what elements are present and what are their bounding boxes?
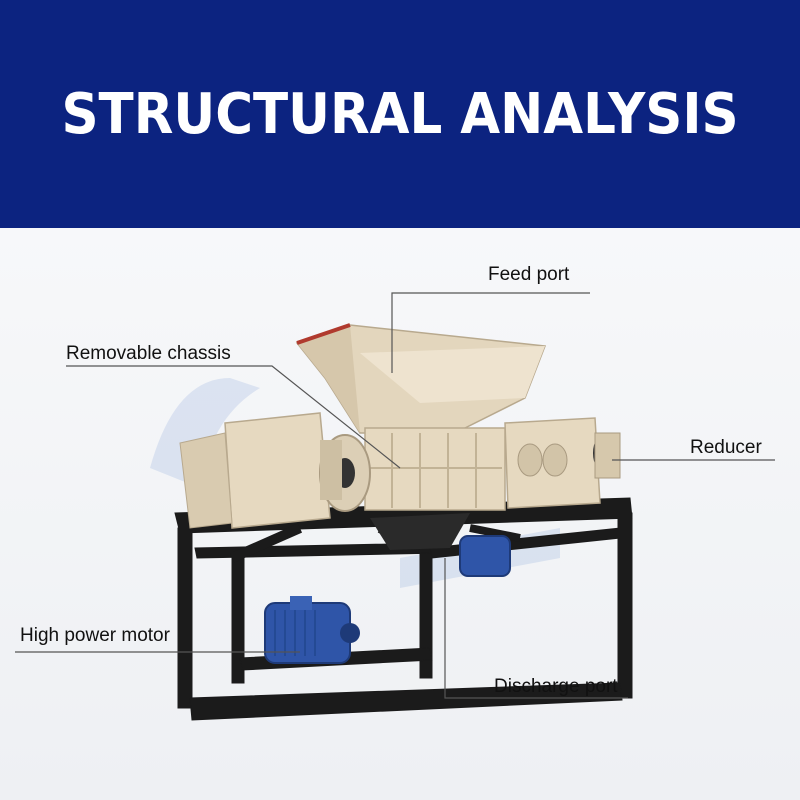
shredder-diagram [15,292,775,721]
feed-hopper [295,323,547,434]
shredding-chamber [364,427,506,511]
label-feed-port: Feed port [488,264,570,285]
left-gearbox [179,412,371,529]
label-removable-chassis: Removable chassis [66,343,231,364]
label-high-power-motor: High power motor [20,625,170,646]
discharge-port-opening [370,513,470,550]
leader-lines [15,292,775,699]
reducer-gearbox [504,417,621,509]
label-reducer: Reducer [690,437,762,458]
label-discharge-port: Discharge port [494,676,618,697]
electric-motor-icon [264,596,360,664]
discharge-leader [444,558,628,699]
chassis-leader [66,365,401,469]
header-banner: STRUCTURAL ANALYSIS [0,0,800,228]
feed-port-leader [391,292,590,373]
page-title: STRUCTURAL ANALYSIS [61,81,739,147]
rear-motor [459,535,511,577]
